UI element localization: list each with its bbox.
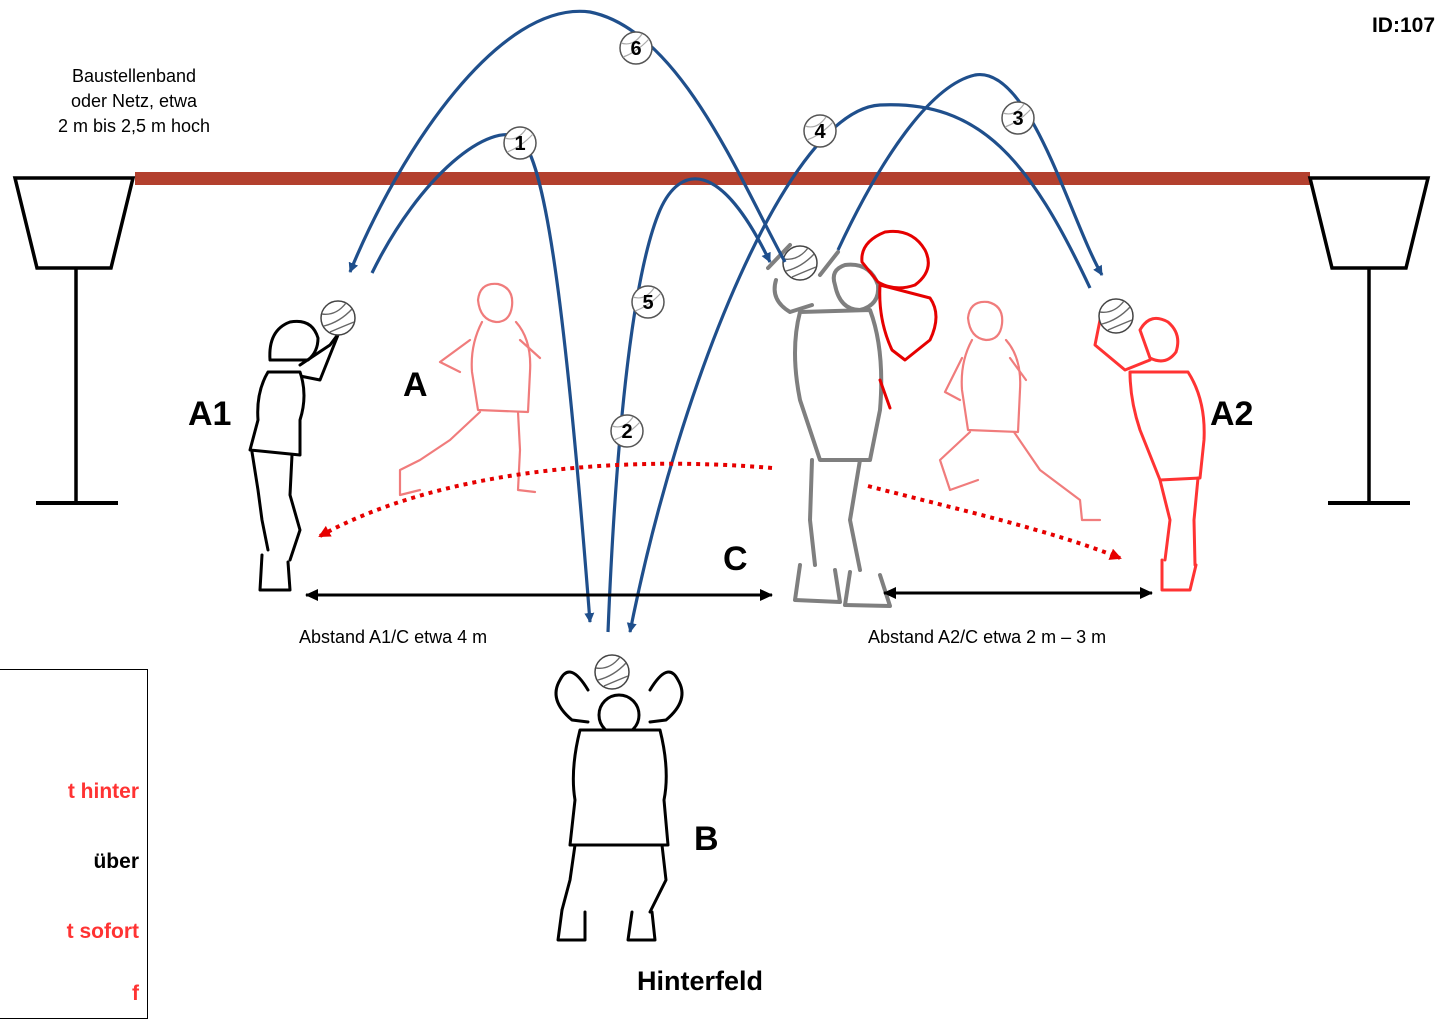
info-box: t hinter über t sofort f [0, 669, 148, 1019]
net-band-label-line-2: oder Netz, etwa [70, 91, 198, 111]
ball-number-6: 6 [630, 38, 641, 60]
ball-number-2: 2 [621, 421, 632, 443]
pass-4-arrow [626, 103, 1092, 633]
player-label-a2: A2 [1210, 395, 1254, 433]
info-line-1: t hinter [67, 780, 139, 803]
pass-number-balls: 1 2 3 4 5 6 [503, 31, 1035, 448]
run-path-left-arrow [318, 461, 773, 538]
left-net-post-icon [12, 176, 136, 505]
ball-number-4: 4 [814, 121, 826, 143]
pass-2-arrow [606, 177, 772, 633]
player-a-figure [398, 282, 542, 497]
net-band [135, 172, 1310, 185]
running-paths [318, 461, 1122, 560]
player-b-figure [554, 670, 684, 942]
distance-label-a2-c: Abstand A2/C etwa 2 m – 3 m [868, 627, 1107, 647]
player-label-b: B [694, 820, 719, 858]
info-line-3: t sofort [66, 920, 139, 943]
player-a-moved-figure [938, 300, 1102, 522]
player-a1-figure [248, 319, 347, 592]
distance-arrows [305, 587, 1153, 601]
ball-number-1: 1 [514, 133, 525, 155]
run-path-right-arrow [867, 484, 1122, 560]
net-band-label-line-1: Baustellenband [71, 66, 197, 86]
player-a2-figure [1093, 316, 1206, 592]
zone-label-hinterfeld: Hinterfeld [637, 966, 764, 996]
info-line-4: f [132, 982, 139, 1005]
player-label-c: C [723, 540, 748, 578]
right-net-post-icon [1307, 176, 1431, 505]
pass-3-arrow [836, 73, 1104, 276]
player-c-ghost-figure [860, 229, 938, 410]
net-band-label: Baustellenband oder Netz, etwa 2 m bis 2… [0, 64, 268, 139]
player-label-a1: A1 [188, 395, 232, 433]
ball-number-5: 5 [642, 292, 653, 314]
ball-number-3: 3 [1012, 108, 1023, 130]
player-label-a: A [403, 366, 428, 404]
pass-6-arrow [348, 9, 787, 273]
pass-trajectories [348, 9, 1104, 633]
diagram-id: ID:107 [1371, 14, 1435, 37]
distance-label-a1-c: Abstand A1/C etwa 4 m [299, 627, 488, 647]
info-line-2: über [93, 850, 139, 873]
net-band-label-line-3: 2 m bis 2,5 m hoch [57, 116, 211, 136]
player-c-figure [766, 243, 892, 608]
